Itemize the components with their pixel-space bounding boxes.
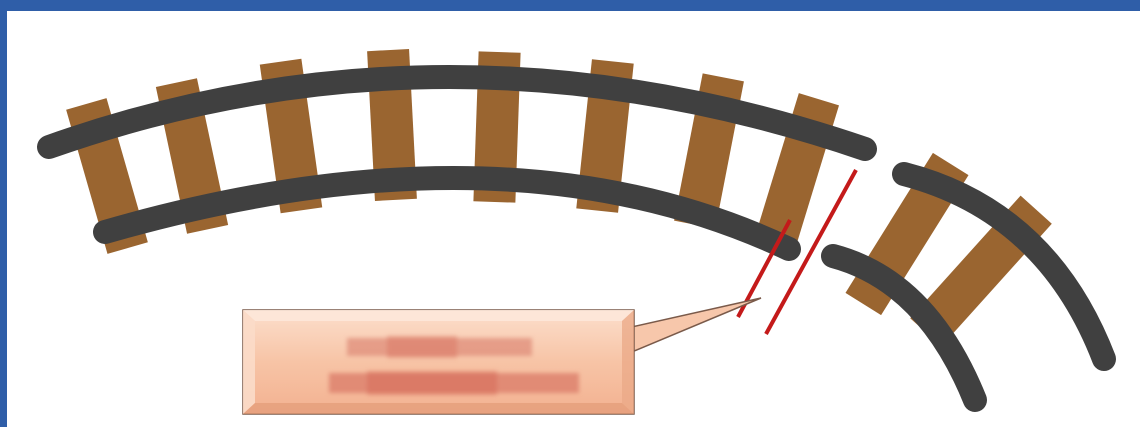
left-section-inner-rail (93, 166, 801, 261)
right-section-outer-rail (892, 162, 1116, 371)
right-section-rails (821, 162, 1116, 412)
left-section-outer-rail (37, 65, 877, 161)
callout-obscured-text (329, 336, 579, 395)
joint-marker-right (764, 169, 858, 335)
diagram-canvas (7, 11, 1140, 427)
left-section-rails (37, 65, 877, 261)
right-section-inner-rail (821, 244, 987, 412)
callout-pointer (626, 297, 762, 356)
callout (242, 297, 762, 415)
track-diagram (37, 49, 1116, 415)
